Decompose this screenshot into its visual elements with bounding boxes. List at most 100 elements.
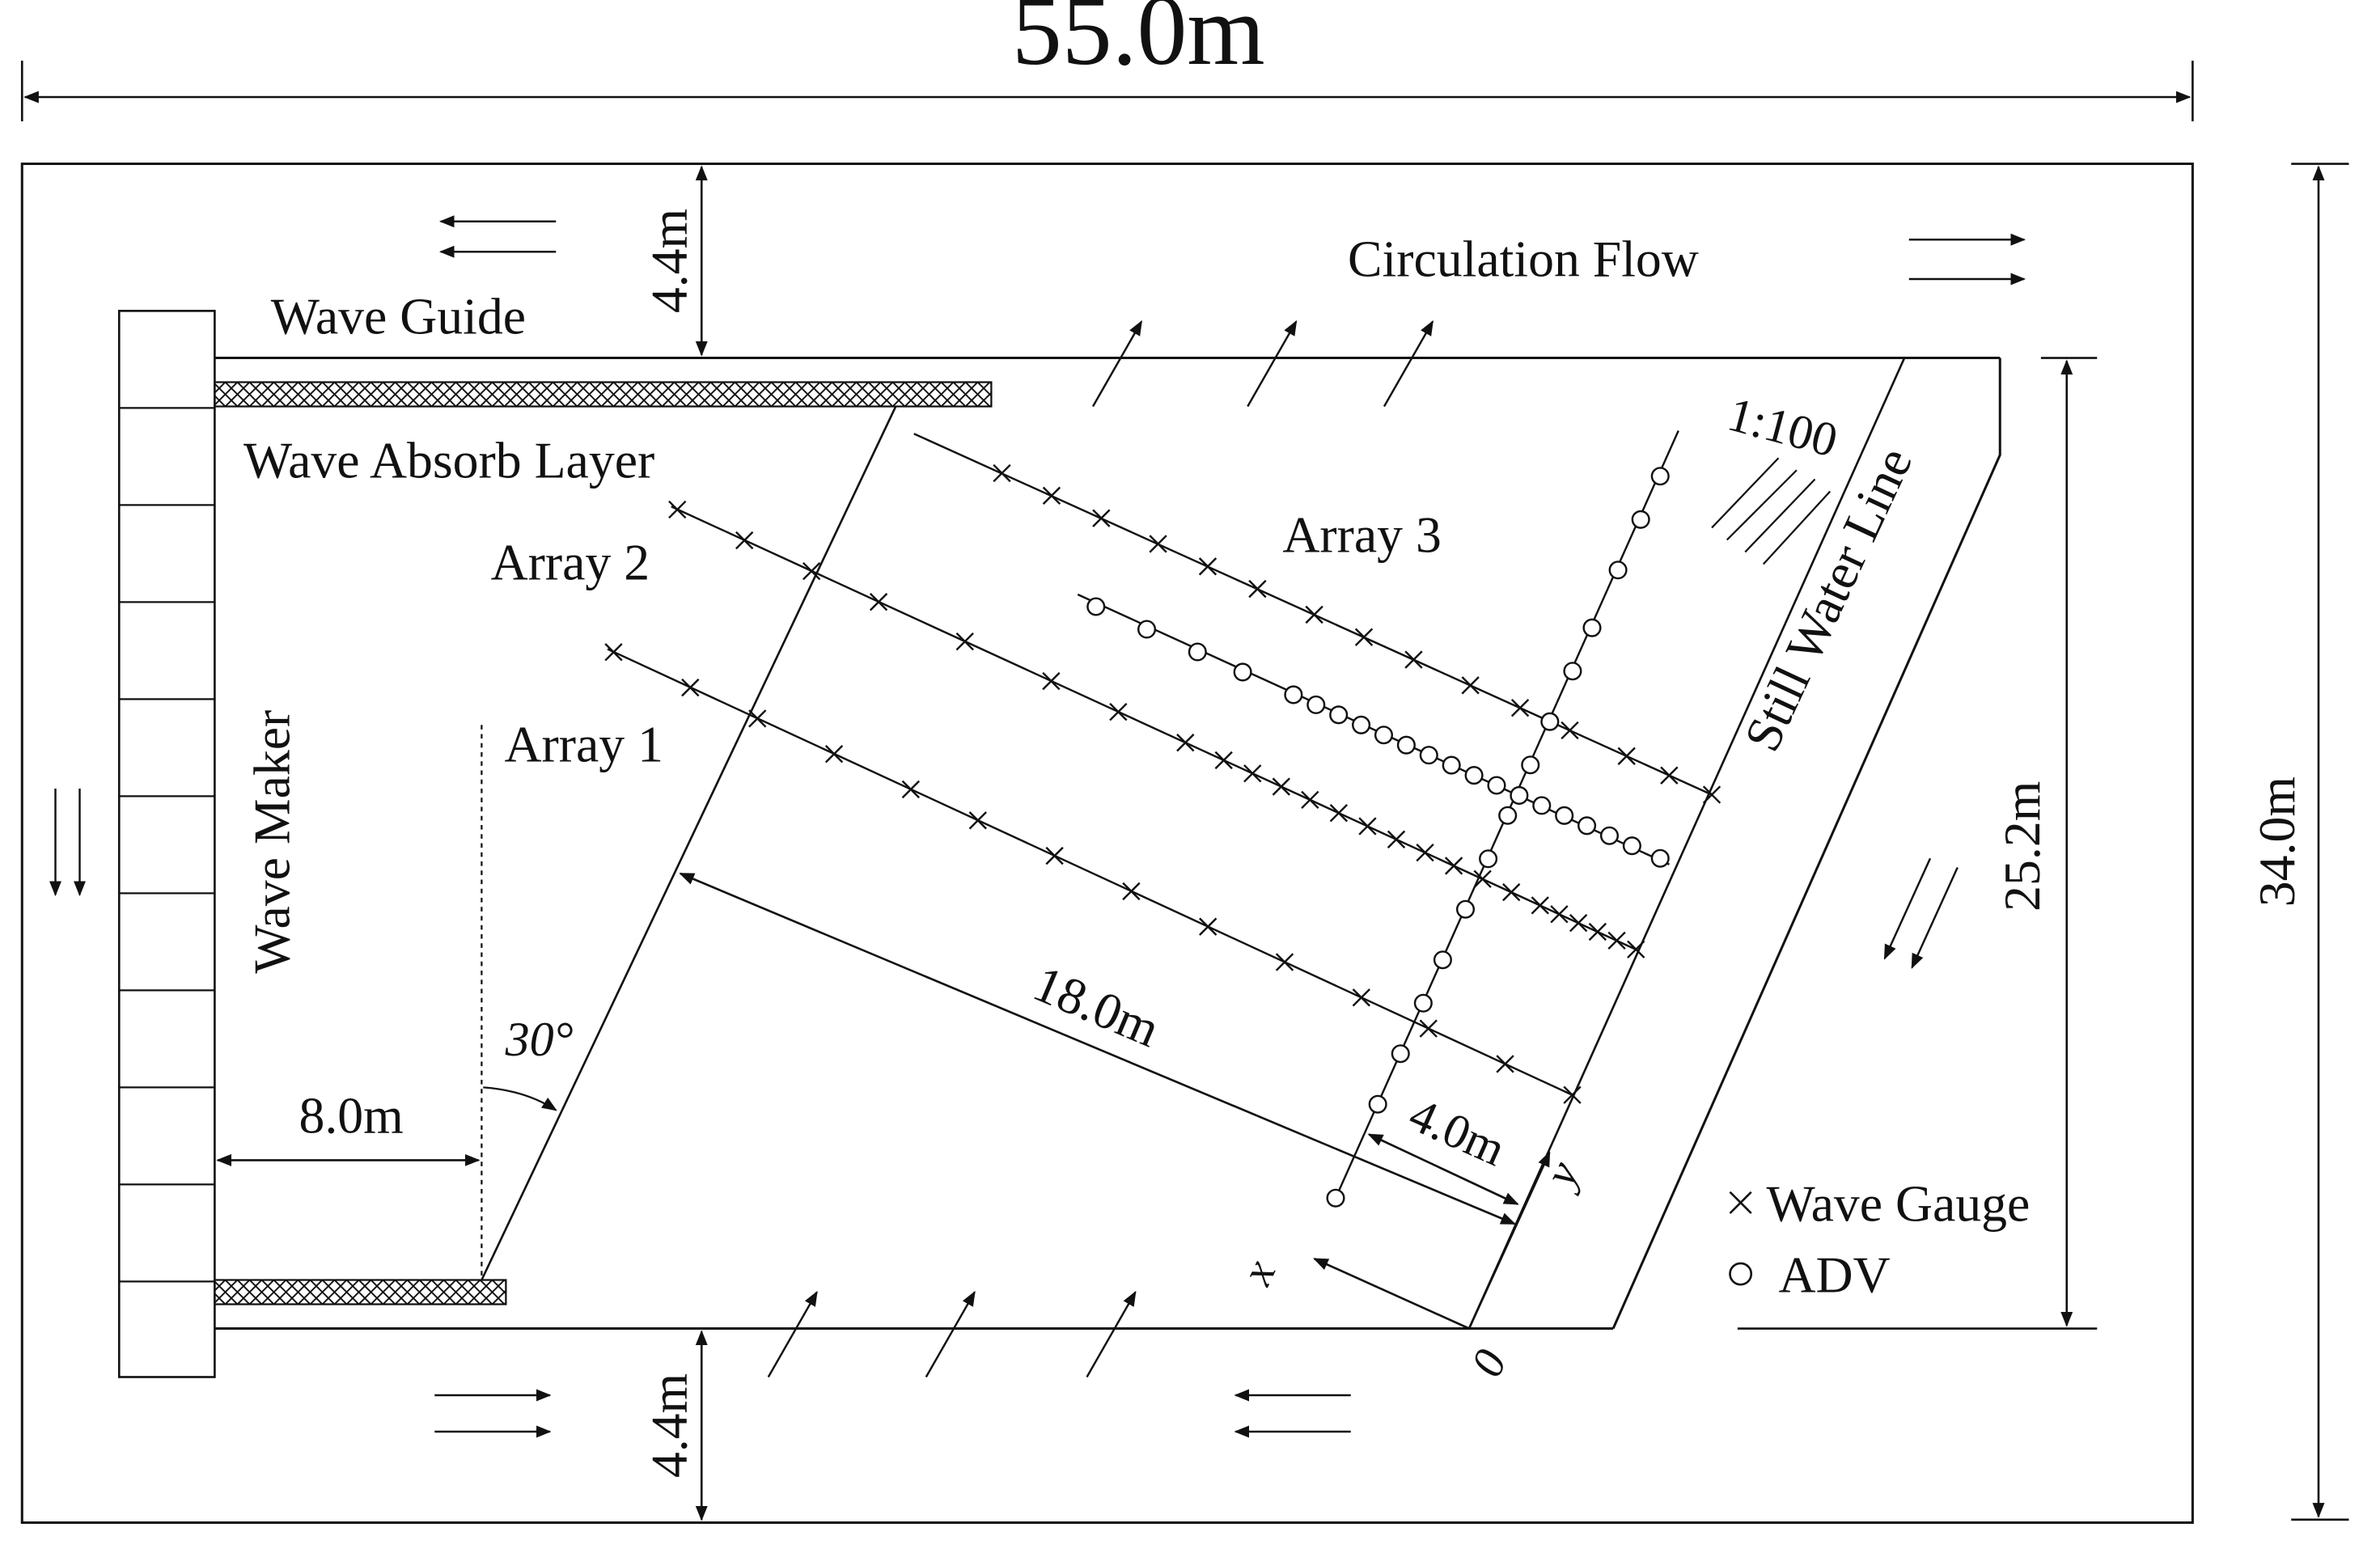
adv-sensor xyxy=(1582,618,1602,637)
adv-sensor xyxy=(1532,796,1552,815)
gap-bottom-label: 4.4m xyxy=(641,1373,698,1478)
basin-depth-dimension xyxy=(1737,357,2098,1330)
adv-sensor xyxy=(1442,755,1461,775)
wave-gauge xyxy=(1617,747,1636,765)
wave-gauge xyxy=(1461,676,1480,695)
adv-sensor xyxy=(1479,849,1498,869)
adv-sensor xyxy=(1413,993,1433,1013)
total-width-label: 55.0m xyxy=(1012,0,1265,86)
adv-sensor xyxy=(1233,662,1252,682)
adv-sensor xyxy=(1284,685,1303,704)
outer-boundary xyxy=(20,163,2194,1524)
wave-gauge xyxy=(1496,1055,1514,1073)
wave-gauge xyxy=(993,463,1011,483)
y-axis-arrow xyxy=(1467,1151,1551,1330)
slope-symbol xyxy=(1711,457,1832,565)
wave-gauge xyxy=(1607,931,1626,950)
flow-arrows xyxy=(49,215,2026,1438)
angle-label: 30° xyxy=(505,1013,574,1066)
wave-gauge xyxy=(824,745,844,764)
gap-top-label: 4.4m xyxy=(641,209,698,313)
wave-gauge xyxy=(955,632,974,651)
adv-sensor xyxy=(1464,766,1484,785)
wave-guide-label: Wave Guide xyxy=(271,288,526,345)
adv-sensor xyxy=(1433,950,1452,970)
wave-gauge xyxy=(1358,817,1377,836)
legend: Wave Gauge ADV xyxy=(1729,1174,2031,1304)
array-length-label: 18.0m xyxy=(1026,954,1168,1058)
wave-gauge xyxy=(1092,509,1111,527)
wave-gauge xyxy=(1272,777,1290,796)
wave-gauge xyxy=(1419,1019,1438,1038)
array-1-label: Array 1 xyxy=(505,715,663,772)
adv-sensor xyxy=(1622,836,1641,856)
adv-sensor xyxy=(1631,510,1650,529)
wave-gauge xyxy=(1404,650,1423,669)
still-water-line-label: Still Water Line xyxy=(1733,439,1923,760)
wave-gauge xyxy=(1122,882,1141,901)
wave-gauge xyxy=(1588,922,1607,941)
adv-sensor xyxy=(1374,726,1394,745)
wave-gauge xyxy=(968,811,987,830)
wave-gauge xyxy=(1243,764,1262,783)
array-2-label: Array 2 xyxy=(491,533,650,590)
wave-gauge xyxy=(735,531,754,550)
wave-gauge xyxy=(1416,843,1434,862)
wave-gauge xyxy=(1502,882,1521,902)
array-spacing-label: 4.0m xyxy=(1402,1087,1514,1176)
x-axis-label: x xyxy=(1231,1253,1285,1293)
wave-gauge xyxy=(1109,702,1128,721)
wave-guide-line xyxy=(481,405,897,1281)
wave-gauge xyxy=(1354,628,1374,646)
wave-gauge xyxy=(1352,988,1370,1007)
wave-maker-label: Wave Maker xyxy=(243,710,300,974)
array-2-line xyxy=(671,506,1640,952)
adv-sensor xyxy=(1137,620,1157,639)
total-width-dimension: 55.0m xyxy=(20,0,2194,121)
wave-gauge xyxy=(668,500,687,519)
wave-gauge xyxy=(1660,766,1679,785)
wave-gauge xyxy=(1275,953,1294,971)
adv-sensor xyxy=(1368,1094,1387,1114)
adv-sensor xyxy=(1352,715,1371,734)
wave-gauge xyxy=(1569,913,1588,933)
wave-gauge-legend-label: Wave Gauge xyxy=(1767,1174,2031,1232)
wave-gauge xyxy=(1198,557,1218,576)
adv-sensor xyxy=(1498,806,1518,825)
wave-gauge xyxy=(802,561,821,581)
wave-gauge xyxy=(1214,751,1233,770)
adv-sensor xyxy=(1396,735,1416,755)
wave-gauge xyxy=(1550,905,1569,924)
adv-sensor xyxy=(1650,467,1670,486)
wave-gauge xyxy=(1199,917,1218,936)
adv-sensor xyxy=(1540,712,1560,731)
y-axis-label: y xyxy=(1533,1154,1589,1197)
wave-gauge xyxy=(1329,804,1349,823)
wave-gauge xyxy=(604,643,623,662)
wave-gauge xyxy=(1305,605,1323,624)
wave-gauge-legend-symbol xyxy=(1729,1191,1752,1214)
adv-sensor xyxy=(1086,597,1106,616)
array-spacing-dimension-line xyxy=(1367,1133,1519,1205)
wave-absorb-layer-label: Wave Absorb Layer xyxy=(244,432,654,489)
wave-absorb-layer-top xyxy=(214,381,993,408)
adv-sensor xyxy=(1391,1044,1410,1064)
adv-sensor xyxy=(1306,695,1326,714)
wave-gauge xyxy=(681,678,700,697)
adv-sensor xyxy=(1419,746,1438,765)
adv-legend-label: ADV xyxy=(1779,1246,1891,1304)
wave-gauge xyxy=(1387,830,1406,848)
wave-gauge xyxy=(1301,790,1319,810)
adv-sensor xyxy=(1650,848,1670,868)
adv-legend-symbol xyxy=(1729,1262,1753,1286)
adv-sensor xyxy=(1510,785,1529,805)
instrument-markers xyxy=(604,463,1721,1208)
adv-sensor xyxy=(1188,642,1207,662)
origin-label: 0 xyxy=(1462,1343,1517,1385)
wave-gauge xyxy=(1561,721,1579,740)
basin-depth-label: 25.2m xyxy=(1993,781,2051,912)
total-height-dimension: 34.0m xyxy=(2248,163,2349,1521)
array-3-label: Array 3 xyxy=(1282,506,1441,564)
wave-gauge xyxy=(1563,1085,1582,1104)
angle-arc xyxy=(483,1086,557,1111)
